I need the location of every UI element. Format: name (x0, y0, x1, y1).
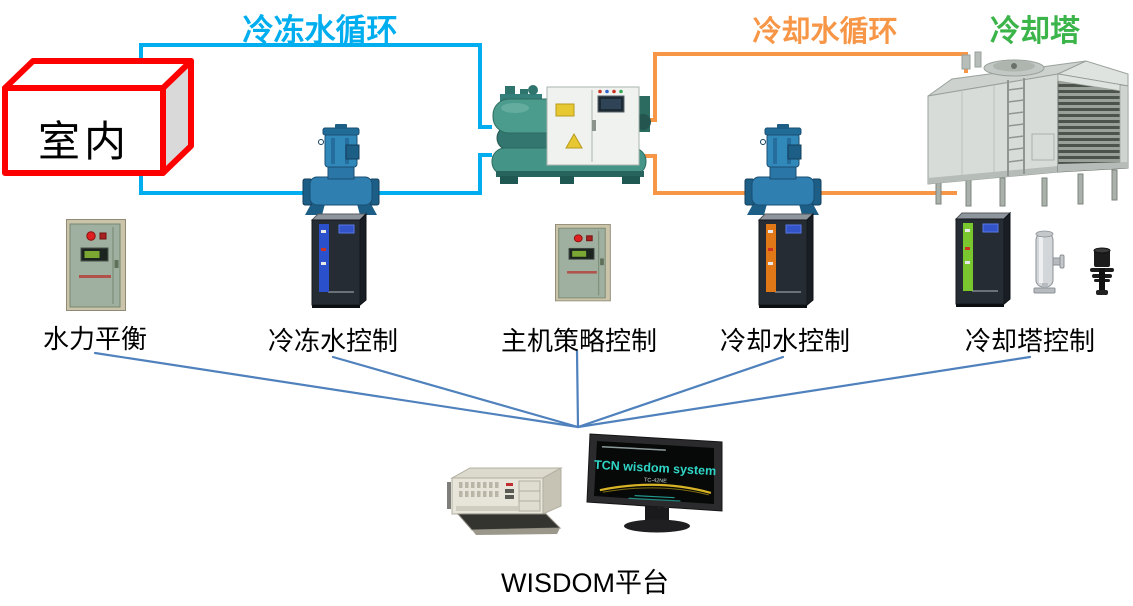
monitor-image: TCN wisdom system TC-42NE (586, 433, 723, 533)
cooling-tower-image (927, 51, 1129, 207)
cooling-water-cabinet-stripe (766, 224, 776, 292)
sprinkler-head-image (1090, 247, 1114, 295)
indoor-box-label: 室内 (37, 118, 130, 165)
host-strategy-cabinet-image (555, 223, 611, 302)
cooling-tower-cabinet-stripe (963, 223, 973, 291)
cooling-water-pump-image (744, 123, 822, 216)
cooling-water-control-label: 冷却水控制 (719, 326, 850, 356)
chilled-water-cabinet-stripe (319, 224, 329, 292)
chilled-loop-label: 冷冻水循环 (242, 13, 398, 48)
chiller-unit-image (491, 85, 651, 184)
chilled-water-control-label: 冷冻水控制 (267, 326, 398, 356)
industrial-pc-image (447, 467, 563, 535)
monitor-title-text: TCN wisdom system (594, 458, 717, 478)
wisdom-platform-label: WISDOM平台 (501, 568, 669, 598)
cooling-water-loop-pipe (644, 52, 968, 195)
cooling-loop-label: 冷却水循环 (752, 16, 898, 48)
chilled-water-pump-image (302, 123, 380, 216)
hydraulic-balance-cabinet-image (66, 219, 126, 311)
cooling-tower-label: 冷却塔 (990, 15, 1080, 48)
sensor-cylinder-image (1033, 230, 1065, 294)
monitor-model-text: TC-42NE (644, 477, 668, 484)
hydraulic-balance-label: 水力平衡 (42, 324, 147, 354)
host-strategy-control-label: 主机策略控制 (500, 326, 657, 356)
cooling-tower-control-label: 冷却塔控制 (964, 326, 1095, 356)
connector-lines (93, 349, 1032, 429)
indoor-box (2, 58, 194, 176)
